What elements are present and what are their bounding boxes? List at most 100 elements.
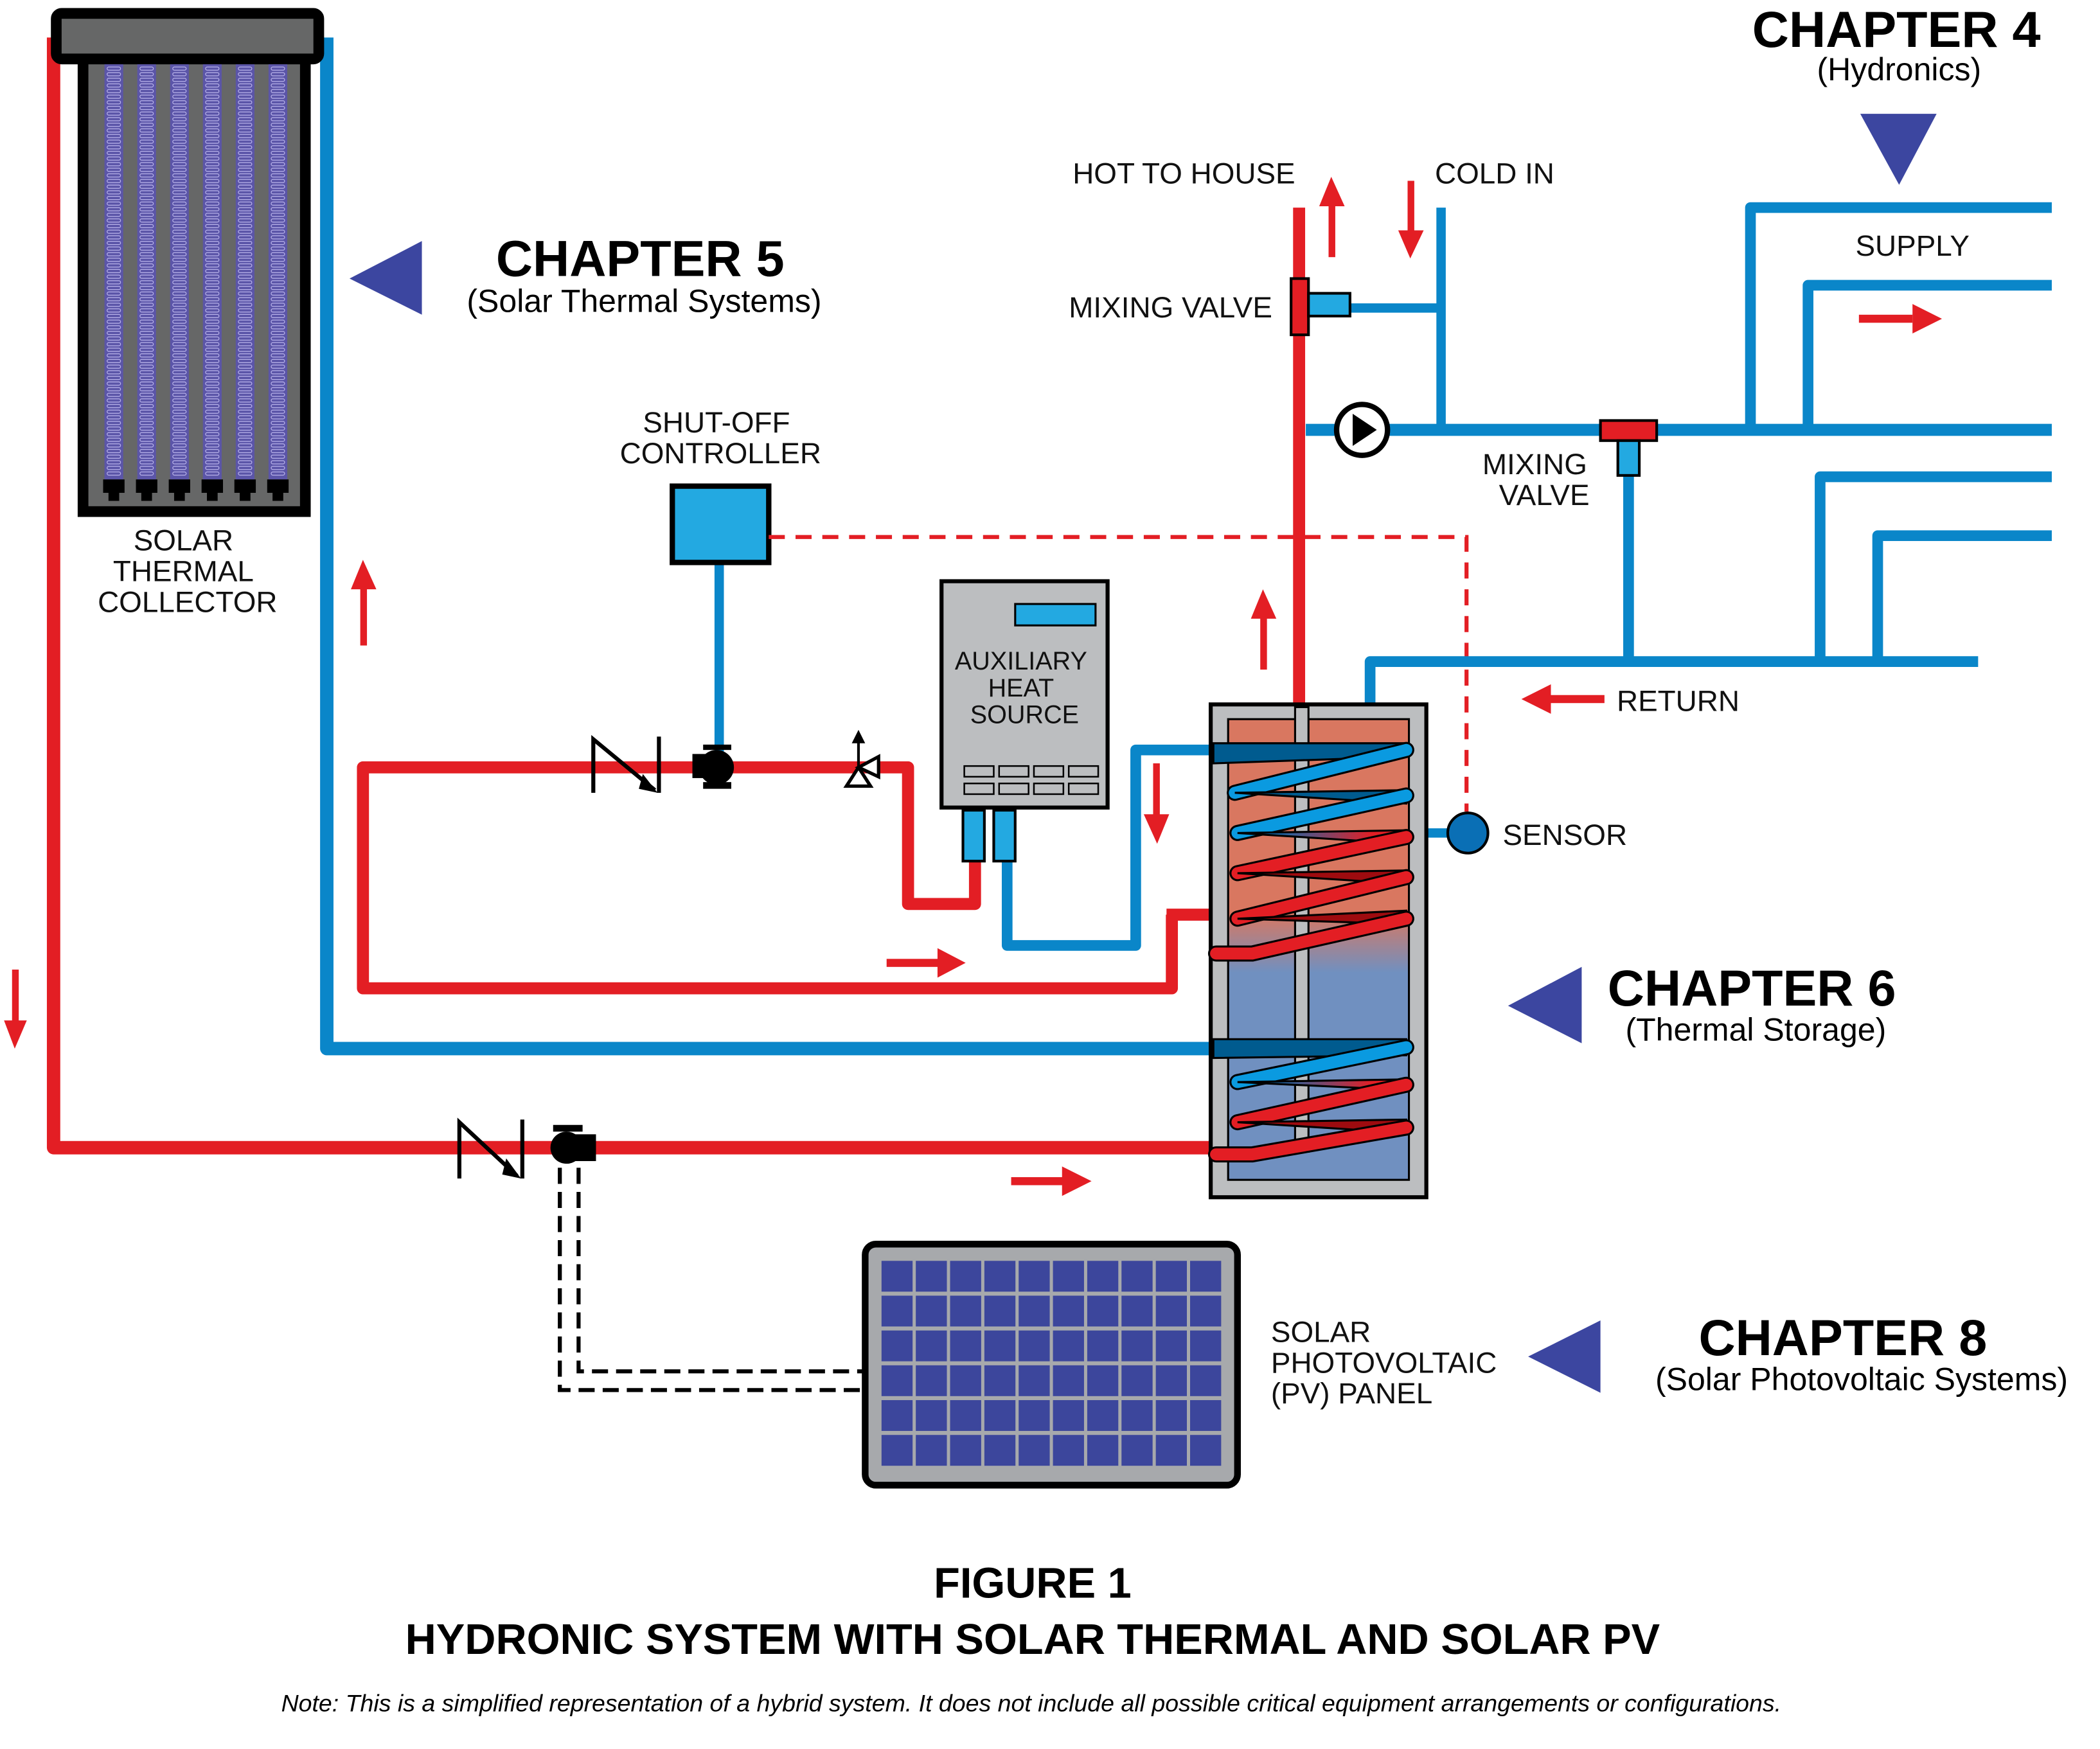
pv-cell: [1121, 1400, 1153, 1431]
pv-cell: [1155, 1295, 1188, 1327]
chapter-5-marker: CHAPTER 5 (Solar Thermal Systems): [349, 229, 822, 319]
pv-cell: [1019, 1330, 1050, 1362]
pv-cell: [950, 1261, 981, 1292]
pv-cell: [1087, 1435, 1119, 1466]
pv-cell: [881, 1295, 913, 1327]
aux-button: [963, 765, 995, 778]
shutoff-controller: [670, 483, 772, 565]
pv-cell: [1053, 1330, 1084, 1362]
controller-label: SHUT-OFF CONTROLLER: [620, 405, 821, 470]
svg-text:(Solar Photovoltaic Systems): (Solar Photovoltaic Systems): [1655, 1361, 2068, 1397]
pv-cell: [1121, 1295, 1153, 1327]
dhw-mixing-valve: [1290, 277, 1351, 337]
pv-cell: [1190, 1261, 1222, 1292]
pv-cell: [916, 1330, 947, 1362]
pv-cell: [1190, 1330, 1222, 1362]
pv-cell: [984, 1295, 1016, 1327]
chapter-5-pointer-icon: [349, 241, 422, 315]
flow-arrow-right-supply: [1858, 304, 1943, 333]
pv-cell: [1155, 1435, 1188, 1466]
chapter-4-marker: CHAPTER 4 (Hydronics): [1752, 1, 2041, 185]
pv-cell: [1087, 1400, 1119, 1431]
circulator-pump-icon: [692, 744, 734, 789]
pv-cell: [984, 1365, 1016, 1396]
pv-cell: [1019, 1400, 1050, 1431]
hot-to-house-label: HOT TO HOUSE: [1072, 157, 1295, 190]
pv-cell: [1121, 1261, 1153, 1292]
pv-cell: [1053, 1261, 1084, 1292]
pv-cell: [1121, 1330, 1153, 1362]
collector-label: SOLAR THERMAL COLLECTOR: [98, 524, 277, 619]
check-valve-icon: [591, 734, 661, 793]
chapter-8-pointer-icon: [1528, 1320, 1601, 1393]
tube-cap: [234, 479, 256, 493]
supply-branch-2: [1802, 280, 2052, 431]
pv-cell: [950, 1330, 981, 1362]
pv-cell: [1190, 1295, 1222, 1327]
hydronic-mixing-valve-label: MIXING VALVE: [1482, 447, 1596, 511]
hydronic-mixing-valve: [1599, 419, 1659, 477]
collector-check-valve-icon: [457, 1117, 524, 1179]
pv-cell: [1190, 1365, 1222, 1396]
flow-arrow-left-return: [1521, 684, 1605, 714]
pv-cell: [1155, 1365, 1188, 1396]
return-branch-2: [1872, 530, 2052, 662]
pv-cell: [1190, 1400, 1222, 1431]
svg-text:(Solar Thermal Systems): (Solar Thermal Systems): [467, 283, 821, 319]
pv-cell: [1019, 1261, 1050, 1292]
aux-button: [998, 765, 1029, 778]
pv-wiring-2: [576, 1167, 864, 1374]
aux-heat-label: AUXILIARY HEAT SOURCE: [955, 647, 1094, 729]
aux-loop-hot-pipe: [357, 761, 1179, 995]
pv-cell: [1053, 1435, 1084, 1466]
collector-circulator-pump-icon: [550, 1124, 596, 1164]
chapter-6-pointer-icon: [1508, 966, 1582, 1043]
pv-cell: [950, 1435, 981, 1466]
control-signal-line: [769, 535, 1469, 812]
collector-hot-pipe: [46, 37, 1213, 1155]
tank-sensor: [1446, 812, 1490, 855]
flow-arrow-up-tank: [1250, 589, 1277, 670]
figure-title: HYDRONIC SYSTEM WITH SOLAR THERMAL AND S…: [405, 1616, 1660, 1664]
pv-cell: [916, 1365, 947, 1396]
cold-in-label: COLD IN: [1435, 157, 1554, 190]
aux-control-buttons: [963, 765, 1099, 795]
hydronic-circulator-pump-icon: [1333, 402, 1391, 458]
return-branch-1: [1815, 471, 2052, 662]
pv-cell: [950, 1365, 981, 1396]
pv-cell: [1121, 1435, 1153, 1466]
pv-cell: [984, 1400, 1016, 1431]
svg-text:CHAPTER 6: CHAPTER 6: [1608, 959, 1896, 1017]
return-label: RETURN: [1617, 684, 1740, 718]
svg-text:(Hydronics): (Hydronics): [1817, 51, 1982, 87]
pv-cell: [950, 1400, 981, 1431]
pv-cell: [1019, 1295, 1050, 1327]
svg-text:CHAPTER 8: CHAPTER 8: [1698, 1309, 1987, 1366]
lower-heat-exchanger-coil: [1207, 1038, 1414, 1163]
pv-cell: [881, 1435, 913, 1466]
pv-cells: [881, 1261, 1222, 1466]
pv-cell: [950, 1295, 981, 1327]
pv-cell: [1121, 1365, 1153, 1396]
chapter-4-pointer-icon: [1860, 114, 1937, 185]
pv-cell: [1053, 1400, 1084, 1431]
pv-cell: [916, 1400, 947, 1431]
pv-cell: [1053, 1295, 1084, 1327]
tube-cap: [103, 479, 125, 493]
flow-arrow-down-left: [4, 969, 27, 1049]
flow-arrow-down-tank: [1143, 763, 1170, 844]
chapter-8-marker: CHAPTER 8 (Solar Photovoltaic Systems): [1528, 1309, 2068, 1397]
svg-text:CHAPTER 4: CHAPTER 4: [1752, 1, 2041, 58]
aux-loop: [357, 562, 1213, 995]
pv-cell: [881, 1330, 913, 1362]
flow-arrow-up-collector: [351, 560, 377, 646]
upper-heat-exchanger-coil: [1207, 741, 1414, 962]
tube-cap: [201, 479, 224, 493]
pv-cell: [1155, 1400, 1188, 1431]
collector-loop: [46, 37, 1213, 1155]
flow-arrow-up-hot-house: [1319, 177, 1345, 258]
pv-cell: [1155, 1330, 1188, 1362]
figure-note: Note: This is a simplified representatio…: [281, 1690, 1781, 1717]
pv-panel-label: SOLAR PHOTOVOLTAIC (PV) PANEL: [1271, 1315, 1505, 1410]
flow-arrow-right-aux: [886, 948, 966, 978]
